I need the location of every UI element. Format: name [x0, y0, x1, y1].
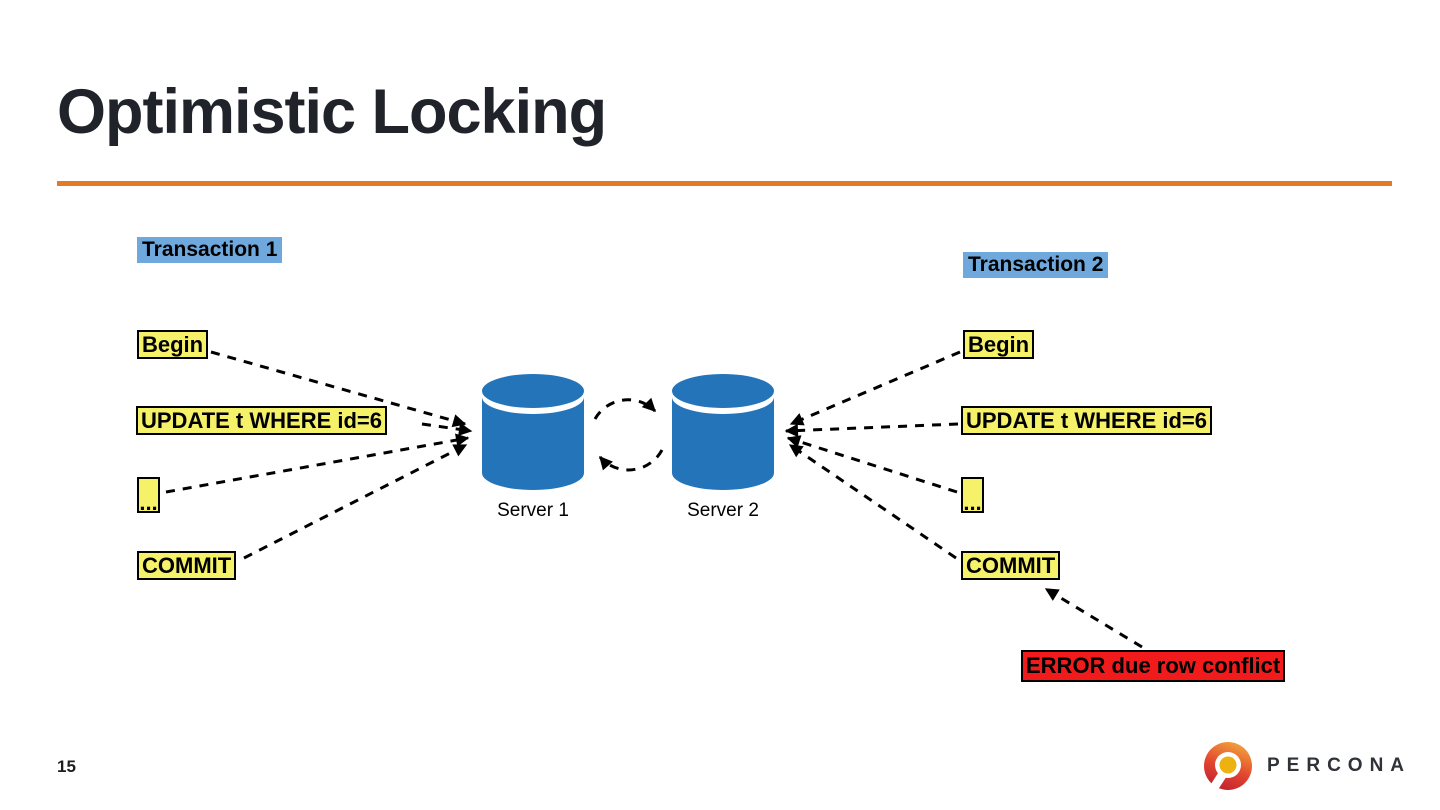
server-2-database-icon: [672, 374, 774, 490]
server-1-database-icon: [482, 374, 584, 490]
transaction-2-step-begin: Begin: [963, 330, 1035, 359]
arrow-t1-update: [421, 422, 473, 436]
transaction-1-header: Transaction 1: [137, 237, 283, 263]
percona-brand-text: PERCONA: [1267, 755, 1412, 776]
replication-arrow-bottom: [598, 449, 664, 472]
transaction-2-step-commit: COMMIT: [961, 551, 1061, 580]
arrow-t1-ellipsis: [165, 433, 470, 494]
transaction-2-header: Transaction 2: [963, 252, 1109, 278]
server-2-label: Server 2: [687, 500, 759, 521]
replication-arrow-top: [593, 397, 657, 420]
title-divider: [57, 181, 1392, 186]
arrow-error-to-commit: [1044, 587, 1143, 649]
transaction-1-step-begin: Begin: [137, 330, 209, 359]
error-label: ERROR due row conflict: [1021, 650, 1286, 682]
arrow-t2-ellipsis: [786, 435, 958, 494]
transaction-1-step-ellipsis: ...: [137, 477, 160, 514]
transaction-2-step-ellipsis: ...: [961, 477, 984, 514]
slide-title: Optimistic Locking: [57, 77, 607, 147]
arrow-t2-commit: [788, 443, 957, 560]
server-1-label: Server 1: [497, 500, 569, 521]
percona-logo-icon: [1204, 742, 1252, 792]
arrow-t2-begin: [789, 350, 961, 426]
transaction-1-step-commit: COMMIT: [137, 551, 237, 580]
arrow-t2-update: [784, 422, 959, 438]
arrow-t1-commit: [243, 443, 468, 560]
percona-logo: PERCONA: [1202, 740, 1411, 792]
page-number: 15: [57, 757, 76, 776]
transaction-1-step-update: UPDATE t WHERE id=6: [136, 406, 388, 435]
transaction-2-step-update: UPDATE t WHERE id=6: [961, 406, 1213, 435]
